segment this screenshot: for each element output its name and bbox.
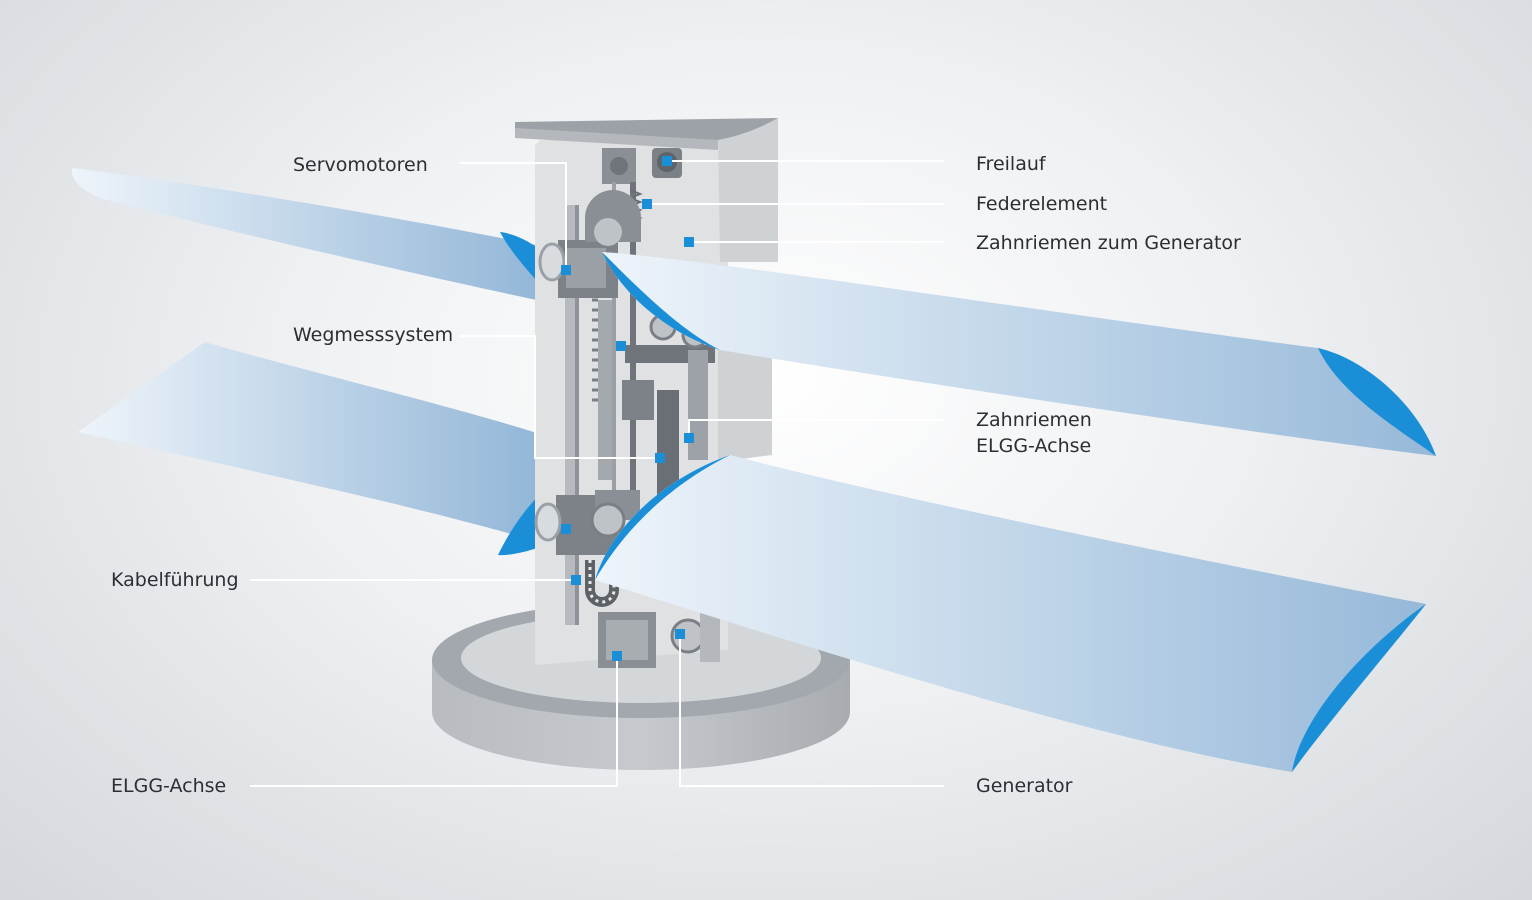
leader-wegmesssystem — [460, 335, 660, 459]
label-federelement: Federelement — [976, 193, 1108, 215]
marker-generator — [675, 629, 685, 639]
leader-servomotoren — [460, 162, 567, 270]
marker-wegmesssystem — [655, 453, 665, 463]
marker-zahnriemen-elgg — [684, 433, 694, 443]
label-wegmesssystem: Wegmesssystem — [293, 324, 454, 346]
marker-elgg-achse — [612, 651, 622, 661]
marker-kabelfuehrung — [571, 575, 581, 585]
leader-generator — [679, 634, 944, 787]
label-zahnriemen-elgg-line1: Zahnriemen — [976, 409, 1092, 431]
label-zahnriemen-elgg-line2: ELGG-Achse — [976, 435, 1092, 457]
marker-rack — [616, 341, 626, 351]
blade-lower-left — [78, 342, 558, 556]
label-elgg-achse: ELGG-Achse — [111, 775, 227, 797]
blade-upper-left — [71, 168, 560, 305]
marker-zahnriemen-generator — [684, 237, 694, 247]
marker-servomotoren — [561, 265, 571, 275]
blade-upper-right — [602, 252, 1436, 456]
blade-lower-right — [595, 455, 1426, 772]
marker-lower-servo — [561, 524, 571, 534]
label-zahnriemen-generator: Zahnriemen zum Generator — [976, 232, 1241, 254]
leader-lines — [250, 160, 944, 787]
leader-zahnriemen-elgg — [688, 419, 944, 438]
label-servomotoren: Servomotoren — [293, 154, 428, 176]
marker-federelement — [642, 199, 652, 209]
marker-freilauf — [662, 156, 672, 166]
label-zahnriemen-elgg: Zahnriemen ELGG-Achse — [976, 407, 1092, 459]
label-kabelfuehrung: Kabelführung — [111, 569, 239, 591]
leader-elgg-achse — [250, 656, 618, 787]
label-generator: Generator — [976, 775, 1073, 797]
label-freilauf: Freilauf — [976, 153, 1046, 175]
markers — [561, 156, 694, 661]
